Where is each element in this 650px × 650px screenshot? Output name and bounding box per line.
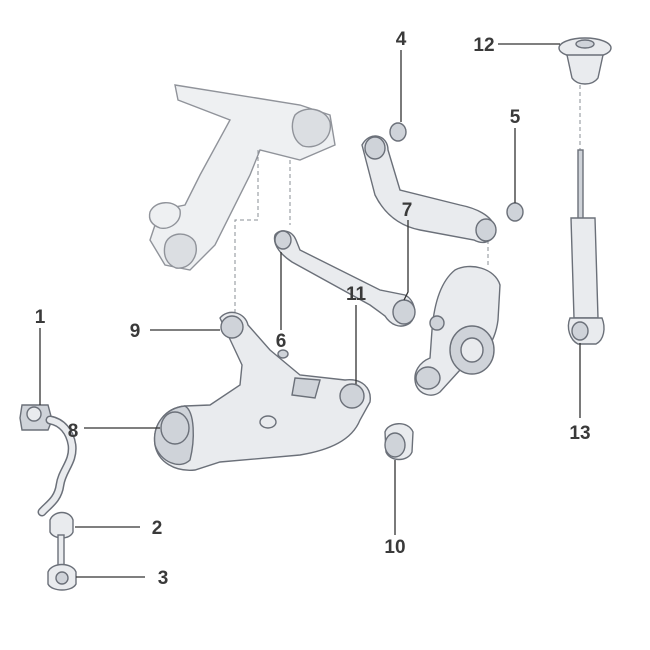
callout-2: 2 [152,518,163,539]
callout-labels: 1 2 3 4 5 6 7 8 9 10 11 12 13 [35,29,591,589]
assembly-guide-lines [234,85,581,320]
leader-lines [39,43,581,578]
stabilizer-bush [19,404,53,431]
callout-7: 7 [402,200,413,221]
lower-arm-bush [384,423,414,461]
bush-upper-small [389,122,407,142]
shock-absorber [567,149,605,345]
shock-top-mount [558,37,612,85]
track-rod-link [273,230,416,327]
stabilizer-bar [37,415,77,517]
bush-upper-outer [506,202,524,222]
leader-7 [403,220,409,301]
callout-8: 8 [68,421,79,442]
callout-6: 6 [276,331,287,352]
upper-control-arm [361,135,497,244]
callout-10: 10 [384,537,405,558]
callout-4: 4 [396,29,407,50]
subframe [148,84,336,271]
callout-1: 1 [35,307,46,328]
lower-control-arm [153,311,371,471]
callout-9: 9 [130,321,141,342]
callout-5: 5 [510,107,521,128]
wheel-carrier [414,265,501,396]
callout-12: 12 [473,35,494,56]
callout-13: 13 [569,423,590,444]
callout-11: 11 [346,284,367,305]
coupling-rod [47,511,77,591]
callout-3: 3 [158,568,169,589]
